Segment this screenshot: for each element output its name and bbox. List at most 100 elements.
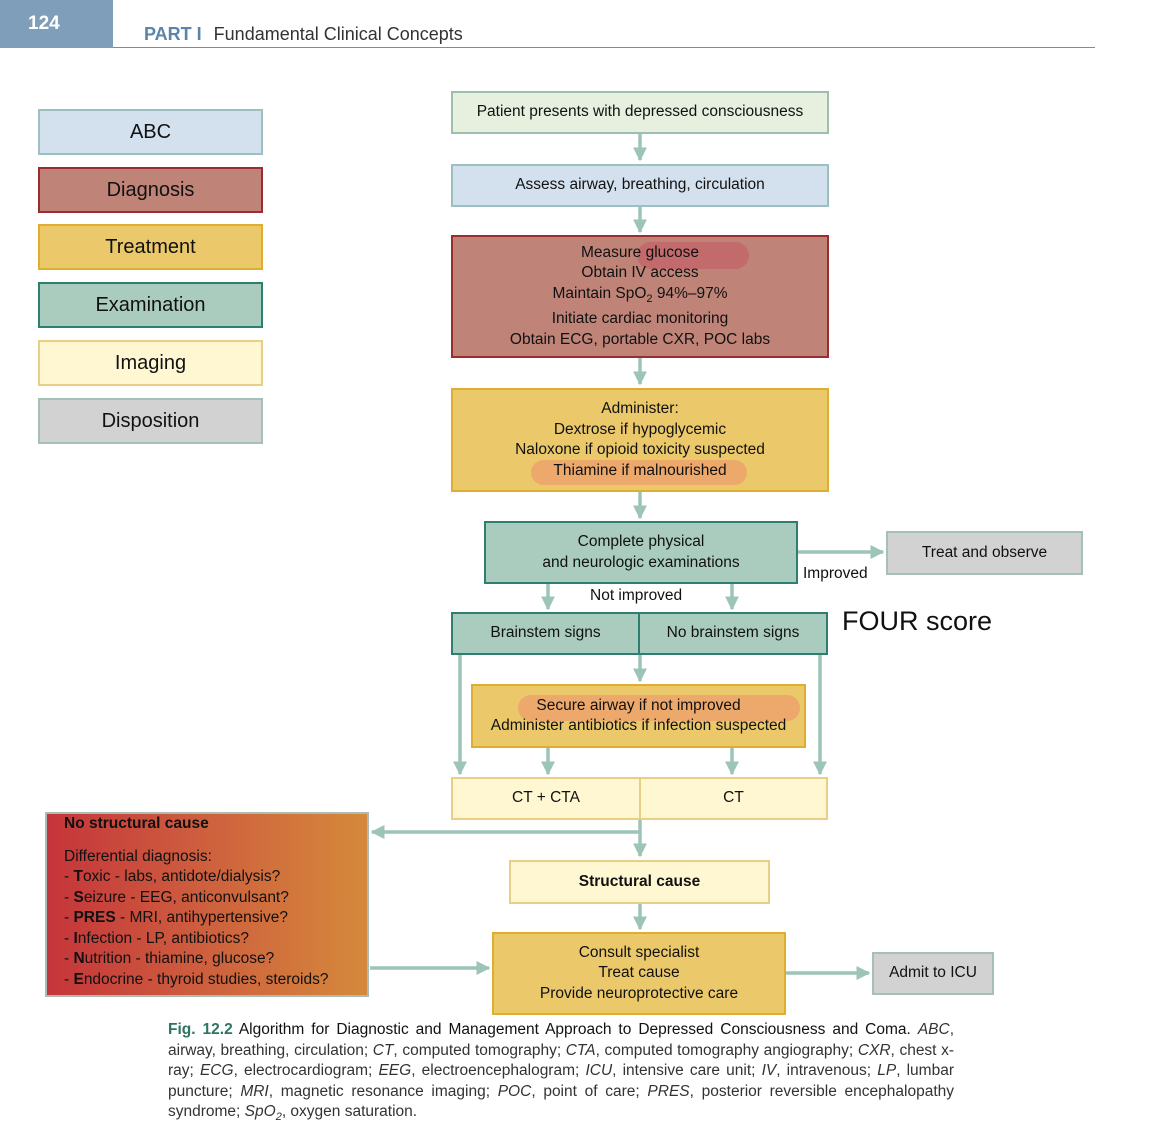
no-structural-title: No structural cause bbox=[64, 815, 209, 832]
legend-examination: Examination bbox=[38, 282, 263, 328]
caption-definition: , lumbar puncture; bbox=[168, 1062, 954, 1100]
exam-line-1: Complete physical bbox=[577, 533, 705, 550]
item-letter: T bbox=[73, 868, 83, 885]
treat-observe-box: Treat and observe bbox=[886, 531, 1083, 575]
differential-item: - Infection - LP, antibiotics? bbox=[64, 929, 249, 947]
treat-observe-text: Treat and observe bbox=[921, 543, 1048, 561]
caption-definition: , airway, breathing, circulation; bbox=[168, 1021, 955, 1059]
differential-item: - Toxic - labs, antidote/dialysis? bbox=[64, 868, 281, 885]
no-brainstem-text: No brainstem signs bbox=[666, 624, 800, 642]
caption-definition: , intensive care unit; bbox=[612, 1062, 762, 1079]
legend-imaging: Imaging bbox=[38, 340, 263, 386]
item-text: ndocrine - thyroid studies, steroids? bbox=[83, 970, 329, 988]
brainstem-signs-box: Brainstem signs bbox=[451, 612, 640, 655]
item-letter: S bbox=[73, 888, 84, 906]
diagnosis-box: Measure glucose Obtain IV access Maintai… bbox=[451, 235, 829, 358]
admit-text: Admit to ICU bbox=[889, 964, 977, 982]
secure-line-1: Secure airway if not improved bbox=[536, 696, 741, 714]
item-text: nfection - LP, antibiotics? bbox=[77, 929, 249, 947]
spo2-prefix: Maintain SpO bbox=[552, 284, 647, 302]
caption-definition: , electrocardiogram; bbox=[233, 1062, 379, 1079]
brainstem-text: Brainstem signs bbox=[490, 624, 601, 642]
caption-abbr: LP bbox=[877, 1062, 897, 1079]
legend-diagnosis: Diagnosis bbox=[38, 167, 263, 213]
start-box: Patient presents with depressed consciou… bbox=[451, 91, 829, 134]
legend-disposition: Disposition bbox=[38, 398, 263, 444]
ct-cta-box: CT + CTA bbox=[451, 777, 641, 820]
caption-abbr: ICU bbox=[585, 1062, 613, 1079]
caption-abbr: MRI bbox=[240, 1082, 269, 1100]
glucose-highlight bbox=[637, 242, 749, 269]
caption-definition: , computed tomography angiography; bbox=[595, 1041, 858, 1059]
item-letter: PRES bbox=[73, 909, 116, 926]
caption-abbr: POC bbox=[497, 1082, 532, 1100]
ct-box: CT bbox=[639, 777, 828, 820]
figure-title: Algorithm for Diagnostic and Management … bbox=[232, 1021, 911, 1038]
admin-line-2: Dextrose if hypoglycemic bbox=[553, 420, 727, 438]
admit-icu-box: Admit to ICU bbox=[872, 952, 994, 995]
four-score-label: FOUR score bbox=[842, 606, 993, 636]
item-letter: I bbox=[73, 929, 78, 947]
item-text: utrition - thiamine, glucose? bbox=[84, 950, 275, 967]
exam-line-2: and neurologic examinations bbox=[542, 553, 740, 571]
page-number: 124 bbox=[0, 0, 113, 48]
caption-abbr: SpO bbox=[244, 1103, 276, 1120]
admin-line-1: Administer: bbox=[601, 400, 679, 417]
figure-caption: Fig. 12.2 Algorithm for Diagnostic and M… bbox=[168, 1020, 954, 1128]
caption-abbr: CTA bbox=[565, 1041, 596, 1059]
caption-definition: , intravenous; bbox=[776, 1062, 878, 1079]
structural-cause-box: Structural cause bbox=[509, 860, 770, 904]
caption-abbr: ABC bbox=[917, 1021, 950, 1038]
caption-abbr-sub: 2 bbox=[275, 1111, 282, 1124]
diag-line-1: Measure glucose bbox=[580, 243, 700, 261]
no-brainstem-signs-box: No brainstem signs bbox=[638, 612, 828, 655]
spo2-suffix: 94%–97% bbox=[652, 284, 728, 302]
item-text: - MRI, antihypertensive? bbox=[115, 909, 288, 926]
caption-abbr: ECG bbox=[199, 1062, 234, 1079]
admin-line-3: Naloxone if opioid toxicity suspected bbox=[515, 441, 765, 458]
part-label: PART I bbox=[144, 24, 202, 44]
improved-label: Improved bbox=[803, 565, 868, 582]
header-title: Fundamental Clinical Concepts bbox=[213, 24, 463, 44]
secure-highlight bbox=[518, 695, 800, 721]
administer-box: Administer: Dextrose if hypoglycemic Nal… bbox=[451, 388, 829, 492]
consult-box: Consult specialist Treat cause Provide n… bbox=[492, 932, 786, 1015]
caption-abbr: CT bbox=[372, 1041, 394, 1059]
secure-line-2: Administer antibiotics if infection susp… bbox=[490, 717, 787, 734]
differential-item: - PRES - MRI, antihypertensive? bbox=[64, 909, 288, 926]
caption-definition: , posterior reversible encephalopathy sy… bbox=[168, 1082, 954, 1121]
consult-line-3: Provide neuroprotective care bbox=[539, 984, 739, 1002]
caption-definition: , magnetic resonance imaging; bbox=[268, 1082, 498, 1100]
spo2-sub: 2 bbox=[646, 292, 653, 305]
admin-line-4: Thiamine if malnourished bbox=[553, 461, 727, 479]
ct-text: CT bbox=[723, 789, 744, 807]
differential-item: - Endocrine - thyroid studies, steroids? bbox=[64, 970, 329, 988]
abbreviation-definitions: ABC, airway, breathing, circulation; CT,… bbox=[168, 1021, 955, 1124]
diag-line-2: Obtain IV access bbox=[581, 264, 699, 282]
abc-text: Assess airway, breathing, circulation bbox=[515, 176, 765, 194]
legend-abc: ABC bbox=[38, 109, 263, 155]
figure-number: Fig. 12.2 bbox=[168, 1021, 233, 1038]
start-text: Patient presents with depressed consciou… bbox=[476, 103, 804, 121]
consult-line-2: Treat cause bbox=[598, 964, 680, 982]
structural-text: Structural cause bbox=[578, 872, 701, 890]
no-structural-cause-box: No structural cause Differential diagnos… bbox=[45, 812, 369, 997]
diag-line-4: Initiate cardiac monitoring bbox=[551, 310, 729, 328]
consult-line-1: Consult specialist bbox=[578, 943, 700, 961]
secure-airway-box: Secure airway if not improved Administer… bbox=[471, 684, 806, 748]
exam-box: Complete physical and neurologic examina… bbox=[484, 521, 798, 584]
item-letter: E bbox=[73, 970, 84, 988]
caption-definition: , point of care; bbox=[531, 1082, 648, 1100]
caption-abbr: IV bbox=[761, 1062, 777, 1079]
caption-abbr: PRES bbox=[647, 1082, 690, 1100]
differential-item: - Seizure - EEG, anticonvulsant? bbox=[64, 888, 289, 906]
ct-cta-text: CT + CTA bbox=[512, 789, 580, 807]
running-header: PART I Fundamental Clinical Concepts bbox=[144, 24, 463, 45]
item-letter: N bbox=[73, 950, 85, 967]
diag-line-5: Obtain ECG, portable CXR, POC labs bbox=[509, 330, 771, 348]
caption-definition: , computed tomography; bbox=[393, 1041, 566, 1059]
item-text: eizure - EEG, anticonvulsant? bbox=[83, 888, 289, 906]
caption-abbr: CXR bbox=[857, 1041, 891, 1059]
differential-item: - Nutrition - thiamine, glucose? bbox=[64, 950, 275, 967]
